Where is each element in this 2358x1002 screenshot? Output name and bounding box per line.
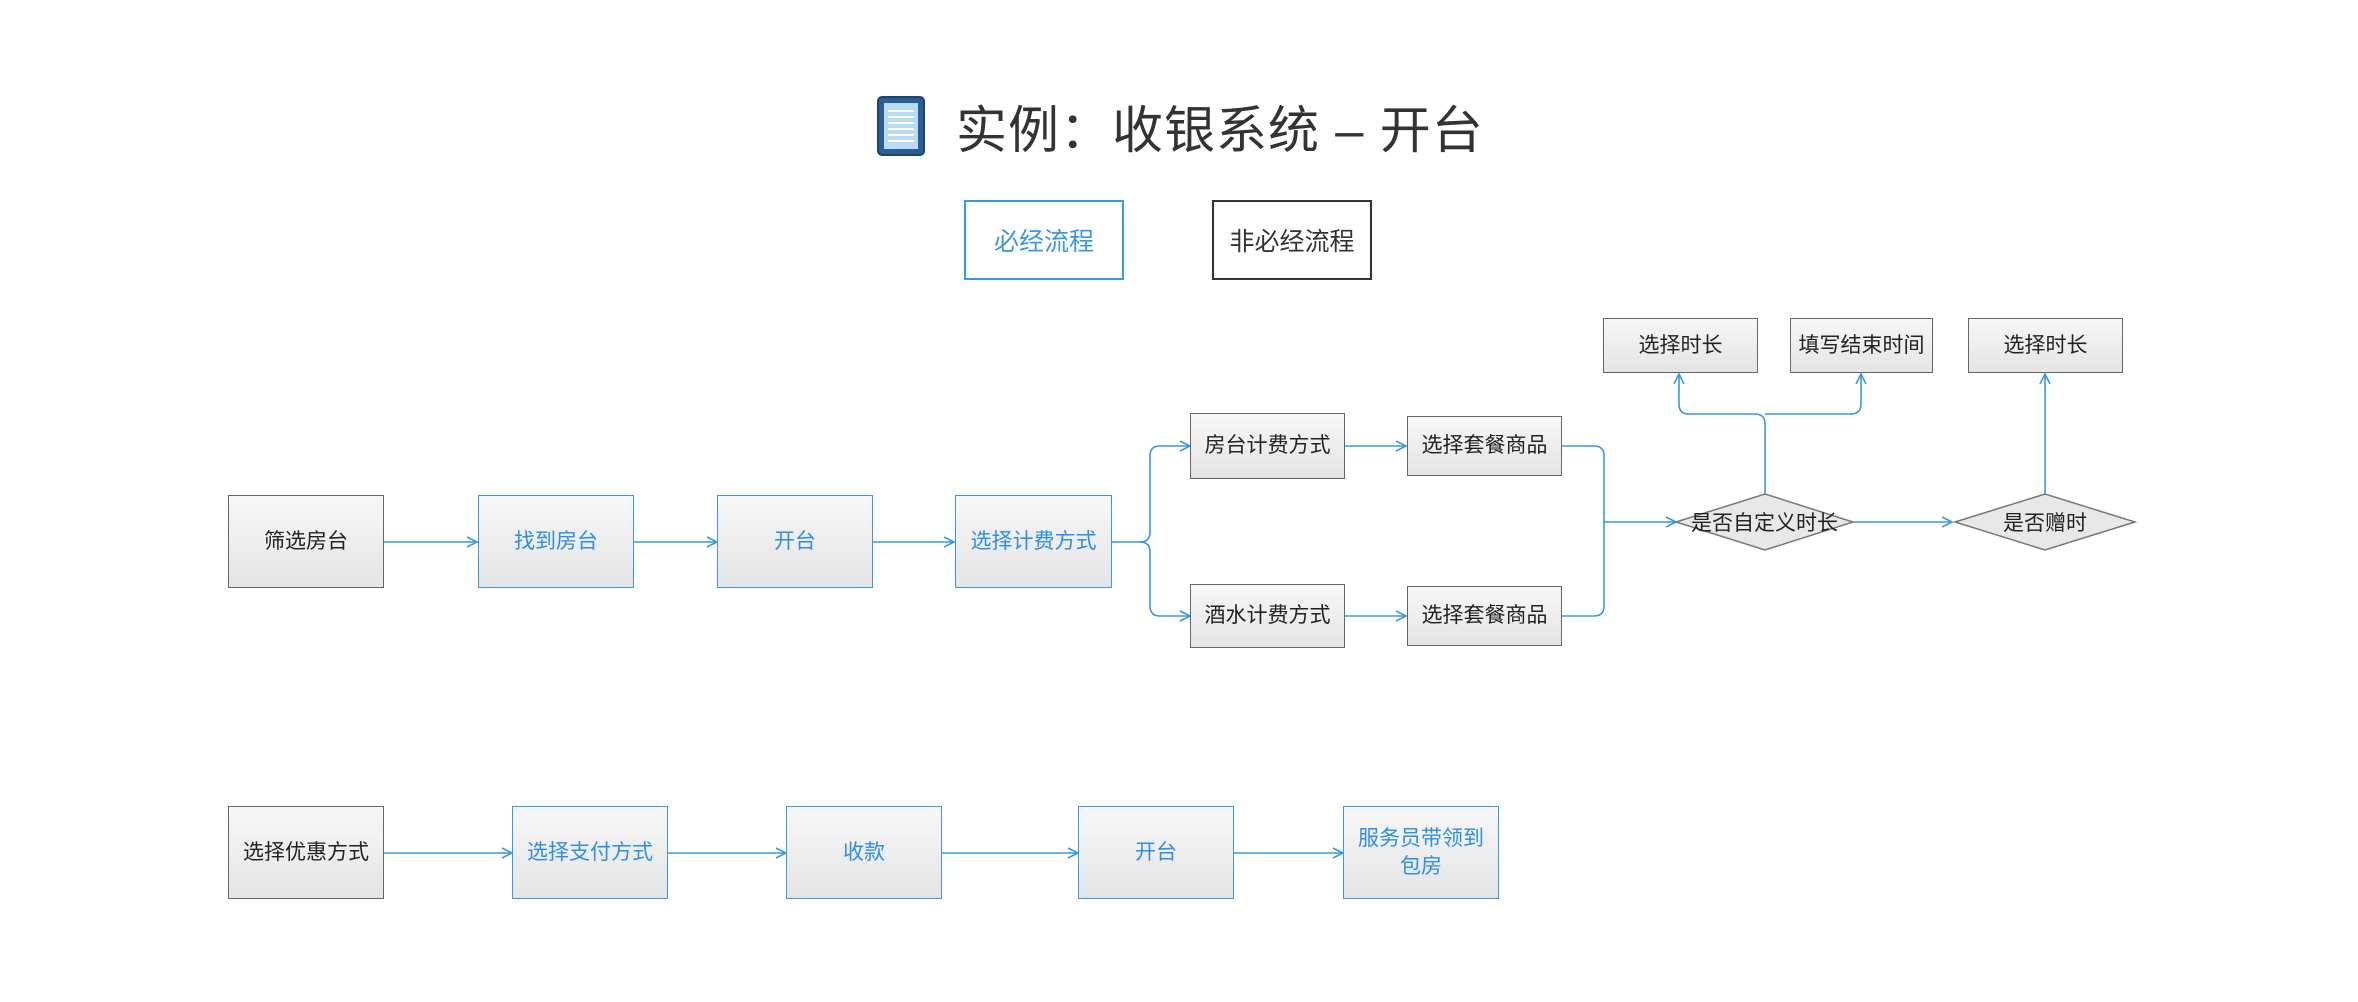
node-filter-room[interactable]: 筛选房台 <box>228 495 384 588</box>
node-end-time[interactable]: 填写结束时间 <box>1790 318 1933 373</box>
page-title: 实例：收银系统 – 开台 <box>956 102 1484 159</box>
legend-optional-flow: 非必经流程 <box>1212 200 1372 280</box>
node-choose-duration-a[interactable]: 选择时长 <box>1603 318 1758 373</box>
arrow-billing-to-room-billing <box>1112 446 1190 543</box>
node-label: 选择时长 <box>1638 333 1723 357</box>
node-choose-billing[interactable]: 选择计费方式 <box>955 495 1112 588</box>
node-label: 选择支付方式 <box>527 840 653 864</box>
node-payment[interactable]: 选择支付方式 <box>512 806 668 899</box>
node-label: 填写结束时间 <box>1798 333 1925 357</box>
document-icon <box>877 96 925 156</box>
node-package-a[interactable]: 选择套餐商品 <box>1407 416 1562 476</box>
custom-duration-label[interactable]: 是否自定义时长 <box>1691 512 1838 535</box>
gift-time-diamond <box>1952 493 2138 551</box>
node-label: 房台计费方式 <box>1204 434 1331 457</box>
node-open-table-2[interactable]: 开台 <box>1078 806 1234 899</box>
node-label: 服务员带领到包房 <box>1358 826 1484 878</box>
node-choose-duration-b[interactable]: 选择时长 <box>1968 318 2123 373</box>
title-block: 实例：收银系统 – 开台 <box>876 92 1484 160</box>
node-escort[interactable]: 服务员带领到包房 <box>1343 806 1499 899</box>
node-label: 选择时长 <box>2003 333 2088 357</box>
arrow-custom-to-end-time <box>1765 374 1861 415</box>
node-find-room[interactable]: 找到房台 <box>478 495 634 588</box>
node-label: 酒水计费方式 <box>1204 604 1331 627</box>
arrow-custom-to-choose-duration <box>1679 374 1766 496</box>
node-drink-billing[interactable]: 酒水计费方式 <box>1190 584 1345 648</box>
node-package-b[interactable]: 选择套餐商品 <box>1407 586 1562 646</box>
node-room-billing[interactable]: 房台计费方式 <box>1190 413 1345 479</box>
node-label: 开台 <box>1135 840 1177 864</box>
arrow-billing-to-drink-billing <box>1139 541 1190 616</box>
node-label: 找到房台 <box>514 529 598 553</box>
gift-time-label[interactable]: 是否赠时 <box>2003 512 2087 535</box>
custom-duration-diamond <box>1673 493 1856 551</box>
node-label: 选择套餐商品 <box>1421 434 1548 457</box>
node-discount[interactable]: 选择优惠方式 <box>228 806 384 899</box>
node-label: 选择优惠方式 <box>243 840 369 864</box>
legend-required-flow: 必经流程 <box>964 200 1124 280</box>
node-label: 选择套餐商品 <box>1421 604 1548 627</box>
node-open-table[interactable]: 开台 <box>717 495 873 588</box>
node-label: 收款 <box>843 840 885 864</box>
node-label: 开台 <box>774 529 816 553</box>
node-label: 筛选房台 <box>264 529 348 553</box>
node-collect[interactable]: 收款 <box>786 806 942 899</box>
node-label: 选择计费方式 <box>970 529 1097 553</box>
arrow-packages-to-custom-duration <box>1562 445 1676 617</box>
